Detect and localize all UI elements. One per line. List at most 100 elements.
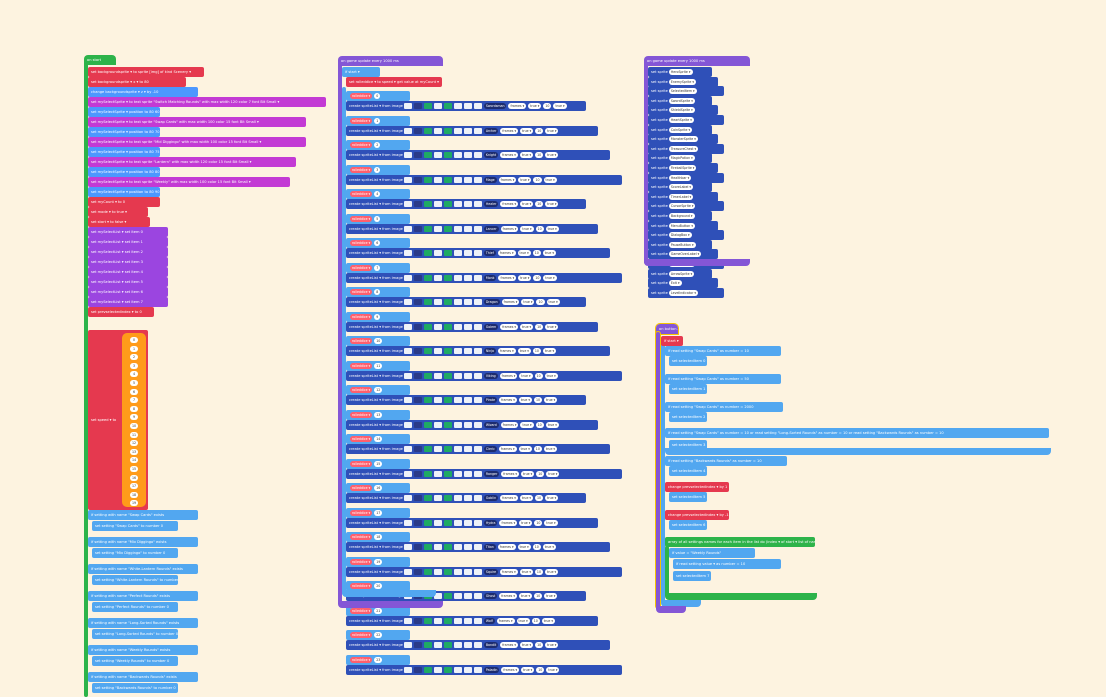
image-thumbnail[interactable] <box>443 372 452 379</box>
image-thumbnail[interactable] <box>473 397 482 403</box>
sprite-option[interactable]: frames ▾ <box>497 544 516 550</box>
variable-block[interactable]: set mySelectSprite ▾ to text sprite "Swi… <box>88 97 326 107</box>
sprite-option[interactable]: true ▾ <box>517 348 531 354</box>
variable-block[interactable]: set start ▾ to false ▾ <box>88 217 150 227</box>
image-thumbnail[interactable] <box>403 250 412 256</box>
image-thumbnail[interactable] <box>423 617 432 624</box>
image-thumbnail[interactable] <box>413 299 422 305</box>
sprite-dropdown[interactable]: Healthbar ▾ <box>668 174 692 181</box>
middle-event-hat[interactable]: on game update every 1000 ms <box>338 56 443 66</box>
image-thumbnail[interactable] <box>413 617 422 624</box>
sprite-option[interactable]: true ▾ <box>545 225 559 232</box>
if-setting-exists-block[interactable]: if setting with name "Mix Diggingo" exis… <box>88 537 198 547</box>
if-setting-exists-block[interactable]: if setting with name "Weekly Rounds" exi… <box>88 645 198 655</box>
image-thumbnail[interactable] <box>473 568 482 575</box>
image-thumbnail[interactable] <box>463 495 472 501</box>
sprite-dropdown[interactable]: MenuButton ▾ <box>668 222 695 229</box>
sprite-option[interactable]: 10 <box>535 421 544 428</box>
set-setting-block[interactable]: set setting "Weekly Rounds" to number 0 <box>92 656 178 666</box>
image-thumbnail[interactable] <box>433 250 442 256</box>
image-thumbnail[interactable] <box>423 250 432 256</box>
set-setting-block[interactable]: set setting "Swap Cards" to number 0 <box>92 521 178 531</box>
image-thumbnail[interactable] <box>423 544 432 550</box>
image-thumbnail[interactable] <box>453 421 462 428</box>
image-thumbnail[interactable] <box>433 397 442 403</box>
sprite-option[interactable]: frames ▾ <box>498 348 516 354</box>
rolleddice-var[interactable]: rolleddice ▾ <box>350 387 373 393</box>
image-thumbnail[interactable] <box>403 544 412 550</box>
image-thumbnail[interactable] <box>443 348 452 354</box>
compare-value[interactable]: 16 <box>374 485 383 491</box>
sprite-name-field[interactable]: Thief <box>483 250 496 256</box>
image-thumbnail[interactable] <box>453 323 462 330</box>
image-thumbnail[interactable] <box>473 519 482 526</box>
image-thumbnail[interactable] <box>443 299 452 305</box>
image-thumbnail[interactable] <box>463 446 472 452</box>
sprite-dropdown[interactable]: CoinSprite ▾ <box>668 126 693 133</box>
compare-value[interactable]: 5 <box>374 215 381 222</box>
variable-block[interactable]: set mySelectList ▾ set item 5 <box>88 277 168 287</box>
sprite-option[interactable]: true ▾ <box>517 544 531 550</box>
set-selected-item[interactable]: set selectedItem 7 <box>673 571 711 581</box>
image-thumbnail[interactable] <box>413 274 422 281</box>
image-thumbnail[interactable] <box>423 348 432 354</box>
sprite-option[interactable]: true ▾ <box>546 666 560 673</box>
image-thumbnail[interactable] <box>413 176 422 183</box>
image-thumbnail[interactable] <box>453 299 462 305</box>
image-thumbnail[interactable] <box>443 421 452 428</box>
image-thumbnail[interactable] <box>413 544 422 550</box>
image-thumbnail[interactable] <box>463 323 472 330</box>
image-thumbnail[interactable] <box>403 568 412 575</box>
sprite-option[interactable]: true ▾ <box>518 593 533 599</box>
sprite-option[interactable]: frames ▾ <box>501 666 520 673</box>
variable-block[interactable]: set mode ▾ to true ▾ <box>88 207 148 217</box>
image-thumbnail[interactable] <box>433 446 442 452</box>
sprite-dropdown[interactable]: Exit ▾ <box>668 280 682 287</box>
sprite-option[interactable]: 10 <box>531 617 540 624</box>
sprite-name-field[interactable]: Pirate <box>483 397 498 403</box>
image-thumbnail[interactable] <box>403 103 412 109</box>
rolleddice-var[interactable]: rolleddice ▾ <box>350 411 373 418</box>
sprite-dropdown[interactable]: GameOverLabel ▾ <box>668 251 702 258</box>
sprite-dropdown[interactable]: MagicPotion ▾ <box>668 155 695 162</box>
sprite-dropdown[interactable]: Background ▾ <box>668 213 695 219</box>
if-condition-row[interactable]: rolleddice ▾17 <box>346 507 410 518</box>
set-setting-block[interactable]: set setting "Backwards Rounds" to number… <box>92 683 178 693</box>
sprite-option[interactable]: frames ▾ <box>508 103 527 109</box>
image-thumbnail[interactable] <box>403 176 412 183</box>
sprite-option[interactable]: frames ▾ <box>500 421 519 428</box>
sprite-option[interactable]: true ▾ <box>544 519 558 526</box>
array-value-field[interactable]: 4 <box>130 371 138 378</box>
image-thumbnail[interactable] <box>413 348 422 354</box>
sprite-name-field[interactable]: Goblin <box>483 495 499 501</box>
if-condition-row[interactable]: rolleddice ▾13 <box>346 409 410 420</box>
image-thumbnail[interactable] <box>403 519 412 526</box>
array-value-field[interactable]: 18 <box>130 491 138 498</box>
sprite-name-field[interactable]: Monk <box>483 274 497 281</box>
image-thumbnail[interactable] <box>473 201 482 207</box>
sprite-option[interactable]: 10 <box>535 127 544 134</box>
image-thumbnail[interactable] <box>433 225 442 232</box>
array-value-field[interactable]: 6 <box>130 388 138 395</box>
image-thumbnail[interactable] <box>443 323 452 330</box>
image-thumbnail[interactable] <box>443 446 452 452</box>
sprite-dropdown[interactable]: TimerLabel ▾ <box>668 193 694 200</box>
sprite-option[interactable]: frames ▾ <box>498 274 517 281</box>
image-thumbnail[interactable] <box>443 127 452 134</box>
image-thumbnail[interactable] <box>403 152 412 158</box>
compare-value[interactable]: 6 <box>374 240 381 246</box>
sprite-option[interactable]: true ▾ <box>544 397 558 403</box>
image-thumbnail[interactable] <box>413 568 422 575</box>
image-thumbnail[interactable] <box>473 323 482 330</box>
image-thumbnail[interactable] <box>453 666 462 673</box>
array-value-field[interactable]: 14 <box>130 457 138 464</box>
